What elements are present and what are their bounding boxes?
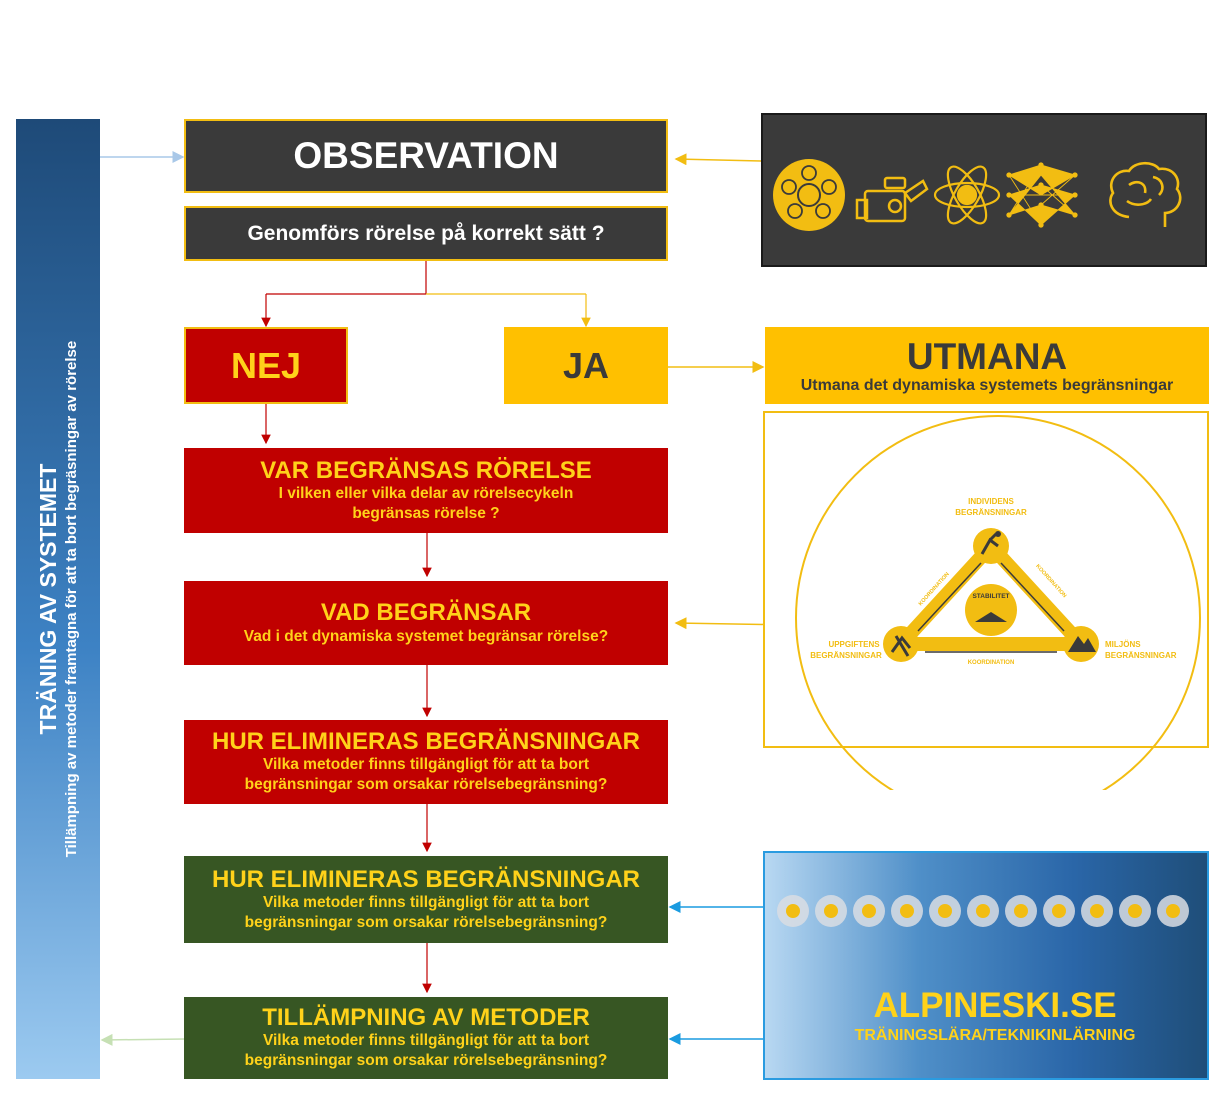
step5-title: TILLÄMPNING AV METODER bbox=[262, 1004, 590, 1031]
step1-title: VAR BEGRÄNSAS RÖRELSE bbox=[260, 456, 592, 484]
alpineski-text: ALPINESKI.SE TRÄNINGSLÄRA/TEKNIKINLÄRNIN… bbox=[785, 981, 1205, 1051]
arrow-step5-to-sidebar bbox=[100, 1033, 186, 1046]
label-top: INDIVIDENS bbox=[968, 497, 1014, 506]
camera-icon bbox=[855, 176, 929, 223]
utmana-title: UTMANA bbox=[906, 335, 1068, 377]
label-left: UPPGIFTENS bbox=[828, 640, 880, 649]
step-hur-elimineras: HUR ELIMINERAS BEGRÄNSNINGAR Vilka metod… bbox=[184, 720, 668, 804]
sidebar-bar: TRÄNING AV SYSTEMET Tillämpning av metod… bbox=[16, 119, 100, 1079]
alpineski-panel: ALPINESKI.SE TRÄNINGSLÄRA/TEKNIKINLÄRNIN… bbox=[763, 851, 1209, 1080]
task-skier-icon bbox=[890, 635, 912, 657]
constraints-diagram: INDIVIDENS BEGRÄNSNINGAR UPPGIFTENS BEGR… bbox=[795, 415, 1201, 790]
nej-label: NEJ bbox=[230, 344, 302, 386]
observation-title: OBSERVATION bbox=[293, 135, 559, 176]
arrow-icons-to-observation bbox=[674, 153, 762, 166]
ja-box: JA bbox=[504, 327, 668, 404]
label-top2: BEGRÄNSNINGAR bbox=[955, 508, 1027, 517]
step2-title: VAD BEGRÄNSAR bbox=[320, 599, 532, 626]
nej-box: NEJ bbox=[184, 327, 348, 404]
observation-question: Genomförs rörelse på korrekt sätt ? bbox=[247, 221, 605, 245]
step-hur-elimineras-green: HUR ELIMINERAS BEGRÄNSNINGAR Vilka metod… bbox=[184, 856, 668, 943]
observation-question-box: Genomförs rörelse på korrekt sätt ? bbox=[184, 206, 668, 261]
constraints-triangle bbox=[894, 539, 1088, 651]
label-right: MILJÖNS bbox=[1105, 640, 1141, 649]
step3-text1: Vilka metoder finns tillgängligt för att… bbox=[262, 756, 590, 773]
step5-text2: begränsningar som orsakar rörelsebegräns… bbox=[244, 1052, 608, 1069]
network-icon bbox=[1006, 162, 1078, 228]
brain-icon bbox=[1109, 161, 1182, 227]
method-icons-row bbox=[777, 895, 1189, 927]
skier-icon bbox=[980, 532, 999, 555]
step-tillampning: TILLÄMPNING AV METODER Vilka metoder fin… bbox=[184, 997, 668, 1079]
step-vad-begransar: VAD BEGRÄNSAR Vad i det dynamiska system… bbox=[184, 581, 668, 665]
label-left2: BEGRÄNSNINGAR bbox=[810, 651, 882, 660]
ja-label: JA bbox=[562, 344, 610, 386]
alpineski-title: ALPINESKI.SE bbox=[873, 986, 1117, 1025]
step4-text1: Vilka metoder finns tillgängligt för att… bbox=[262, 893, 590, 911]
label-right2: BEGRÄNSNINGAR bbox=[1105, 651, 1177, 660]
step3-text2: begränsningar som orsakar rörelsebegräns… bbox=[244, 776, 608, 793]
step3-title: HUR ELIMINERAS BEGRÄNSNINGAR bbox=[211, 728, 640, 755]
eye-brain-icon bbox=[773, 159, 845, 231]
step1-text2: begränsas rörelse ? bbox=[352, 504, 500, 522]
alpineski-subtitle: TRÄNINGSLÄRA/TEKNIKINLÄRNING bbox=[854, 1027, 1136, 1044]
observation-box: OBSERVATION bbox=[184, 119, 668, 193]
constraints-circle bbox=[795, 415, 1201, 790]
label-center: STABILITET bbox=[972, 593, 1009, 600]
constraints-panel bbox=[763, 411, 1209, 748]
utmana-box: UTMANA Utmana det dynamiska systemets be… bbox=[765, 327, 1209, 404]
step2-text1: Vad i det dynamiska systemet begränsar r… bbox=[243, 628, 609, 645]
stability-circle bbox=[965, 584, 1017, 636]
step4-title: HUR ELIMINERAS BEGRÄNSNINGAR bbox=[211, 865, 640, 893]
step-var-begransas: VAR BEGRÄNSAS RÖRELSE I vilken eller vil… bbox=[184, 448, 668, 533]
utmana-subtitle: Utmana det dynamiska systemets begränsni… bbox=[800, 376, 1174, 394]
atom-icon bbox=[933, 165, 1001, 225]
step4-text2: begränsningar som orsakar rörelsebegräns… bbox=[244, 913, 608, 931]
step1-text1: I vilken eller vilka delar av rörelsecyk… bbox=[278, 484, 574, 502]
observation-tools-panel bbox=[761, 113, 1207, 267]
label-edge-bottom: KOORDINATION bbox=[968, 660, 1015, 666]
mountain-icon bbox=[1068, 636, 1096, 652]
arrow-question-split bbox=[261, 261, 591, 328]
step5-text1: Vilka metoder finns tillgängligt för att… bbox=[262, 1032, 590, 1049]
tools-icons bbox=[773, 159, 1182, 231]
